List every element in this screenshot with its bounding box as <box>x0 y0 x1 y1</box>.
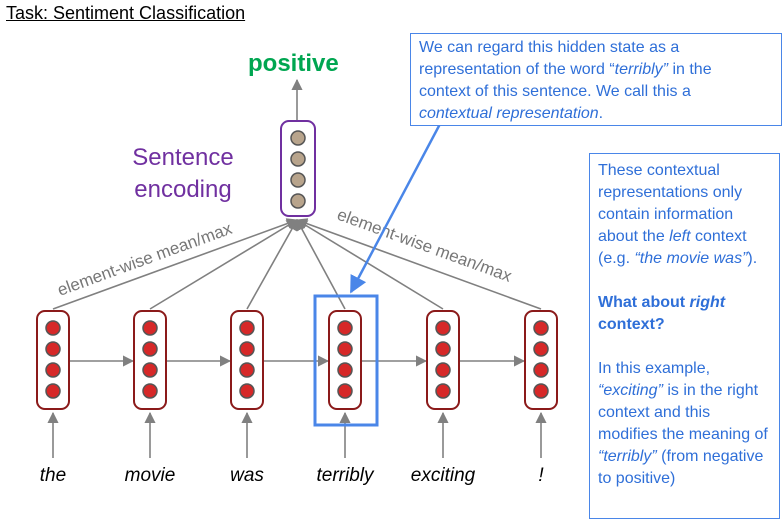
callout-right-context: These contextual representations only co… <box>589 153 780 519</box>
callout-text: These contextual representations only co… <box>598 162 743 245</box>
input-word: exciting <box>410 465 476 486</box>
callout-text: context (e.g. <box>598 228 747 267</box>
input-word: movie <box>124 465 176 486</box>
callout-question: What about right context? <box>598 292 771 336</box>
callout-italic: “terribly” <box>598 448 657 465</box>
hidden-unit-dot <box>435 320 451 336</box>
encoding-dot <box>290 193 306 209</box>
hidden-unit-dot <box>45 341 61 357</box>
hidden-unit-dot <box>142 383 158 399</box>
rnn-hidden-state-2 <box>230 310 264 410</box>
highlight-box <box>313 294 379 427</box>
callout-text: ). <box>747 250 758 267</box>
callout-text: is in the right context and this modifie… <box>598 382 768 443</box>
pooling-arrow <box>149 219 298 310</box>
hidden-unit-dot <box>435 362 451 378</box>
hidden-unit-dot <box>533 341 549 357</box>
callout-text: representation of the word “ <box>419 61 615 78</box>
hidden-unit-dot <box>435 341 451 357</box>
rnn-hidden-state-3 <box>328 310 362 410</box>
pooling-arrow <box>246 219 298 310</box>
hidden-unit-dot <box>337 362 353 378</box>
callout-text: In this example, <box>598 360 711 377</box>
input-word: ! <box>538 465 544 486</box>
callout-italic: “exciting” <box>598 382 663 399</box>
callout-text: . <box>598 105 604 122</box>
pooling-arrow <box>296 219 444 310</box>
callout-line: We can regard this hidden state as a <box>419 39 680 56</box>
hidden-unit-dot <box>45 383 61 399</box>
sentence-encoding-line2: encoding <box>134 176 232 203</box>
hidden-unit-dot <box>337 320 353 336</box>
hidden-unit-dot <box>337 383 353 399</box>
hidden-unit-dot <box>239 362 255 378</box>
hidden-unit-dot <box>533 362 549 378</box>
hidden-unit-dot <box>435 383 451 399</box>
rnn-hidden-state-0 <box>36 310 70 410</box>
callout-text: in the <box>668 61 712 78</box>
hidden-unit-dot <box>239 383 255 399</box>
pooling-label-left: element-wise mean/max <box>55 219 235 300</box>
pooling-arrow <box>296 219 346 310</box>
sentence-encoding-cell <box>280 120 316 217</box>
rnn-hidden-state-1 <box>133 310 167 410</box>
callout-paragraph: These contextual representations only co… <box>598 160 771 270</box>
input-word: the <box>39 465 67 486</box>
callout-italic: contextual representation <box>419 105 599 122</box>
hidden-unit-dot <box>142 341 158 357</box>
rnn-hidden-state-4 <box>426 310 460 410</box>
input-arrows <box>47 411 547 458</box>
rnn-hidden-state-5 <box>524 310 558 410</box>
hidden-unit-dot <box>45 362 61 378</box>
encoding-dot <box>290 151 306 167</box>
hidden-unit-dot <box>142 362 158 378</box>
callout-line: contextual representation. <box>419 103 773 125</box>
pooling-arrows <box>52 218 542 310</box>
input-word: terribly <box>316 465 374 486</box>
callout-text: context? <box>598 316 665 333</box>
encoding-dot <box>290 172 306 188</box>
callout-italic: right <box>689 294 726 311</box>
hidden-unit-dot <box>239 320 255 336</box>
hidden-unit-dot <box>239 341 255 357</box>
hidden-unit-dot <box>45 320 61 336</box>
hidden-unit-dot <box>533 320 549 336</box>
callout-italic: “the movie was” <box>634 250 748 267</box>
callout-paragraph: In this example, “exciting” is in the ri… <box>598 358 771 490</box>
sentence-encoding-line1: Sentence <box>132 144 234 171</box>
callout-line: context of this sentence. We call this a <box>419 83 691 100</box>
pooling-arrow <box>52 218 299 310</box>
callout-italic: left <box>669 228 691 245</box>
callout-text: What about <box>598 294 690 311</box>
callout-line: representation of the word “terribly” in… <box>419 59 773 81</box>
callout-pointer-arrow <box>349 123 442 294</box>
hidden-unit-dot <box>142 320 158 336</box>
callout-hidden-state: We can regard this hidden state as a rep… <box>410 33 782 126</box>
output-label: positive <box>248 50 339 77</box>
sentence-encoding-label: Sentence encoding <box>128 142 238 206</box>
encoding-dot <box>290 130 306 146</box>
hidden-unit-dot <box>533 383 549 399</box>
hidden-unit-dot <box>337 341 353 357</box>
input-word: was <box>230 465 264 486</box>
rnn-cells <box>36 310 558 410</box>
callout-italic: terribly” <box>614 61 669 78</box>
page-title: Task: Sentiment Classification <box>6 3 246 23</box>
callout-text: (from negative to positive) <box>598 448 764 487</box>
pooling-arrow <box>295 218 542 310</box>
